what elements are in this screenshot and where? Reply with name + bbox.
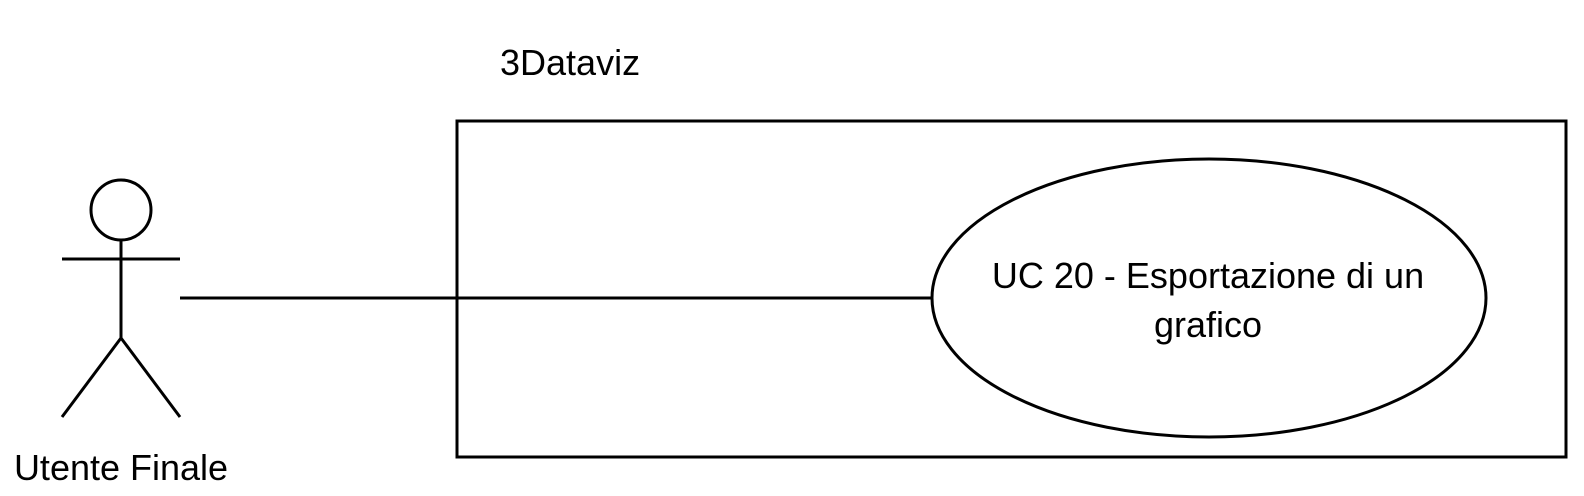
actor-stick-figure — [60, 178, 182, 418]
use-case-label-line-1: UC 20 - Esportazione di un — [992, 255, 1424, 296]
actor-label: Utente Finale — [14, 447, 228, 488]
use-case-ellipse — [930, 157, 1488, 439]
actor-left-leg — [60, 337, 123, 418]
system-boundary — [455, 119, 1568, 459]
actor-head — [89, 178, 153, 242]
use-case-label-line-2: grafico — [1154, 304, 1262, 345]
system-title: 3Dataviz — [500, 42, 640, 83]
actor-right-leg — [119, 337, 182, 418]
